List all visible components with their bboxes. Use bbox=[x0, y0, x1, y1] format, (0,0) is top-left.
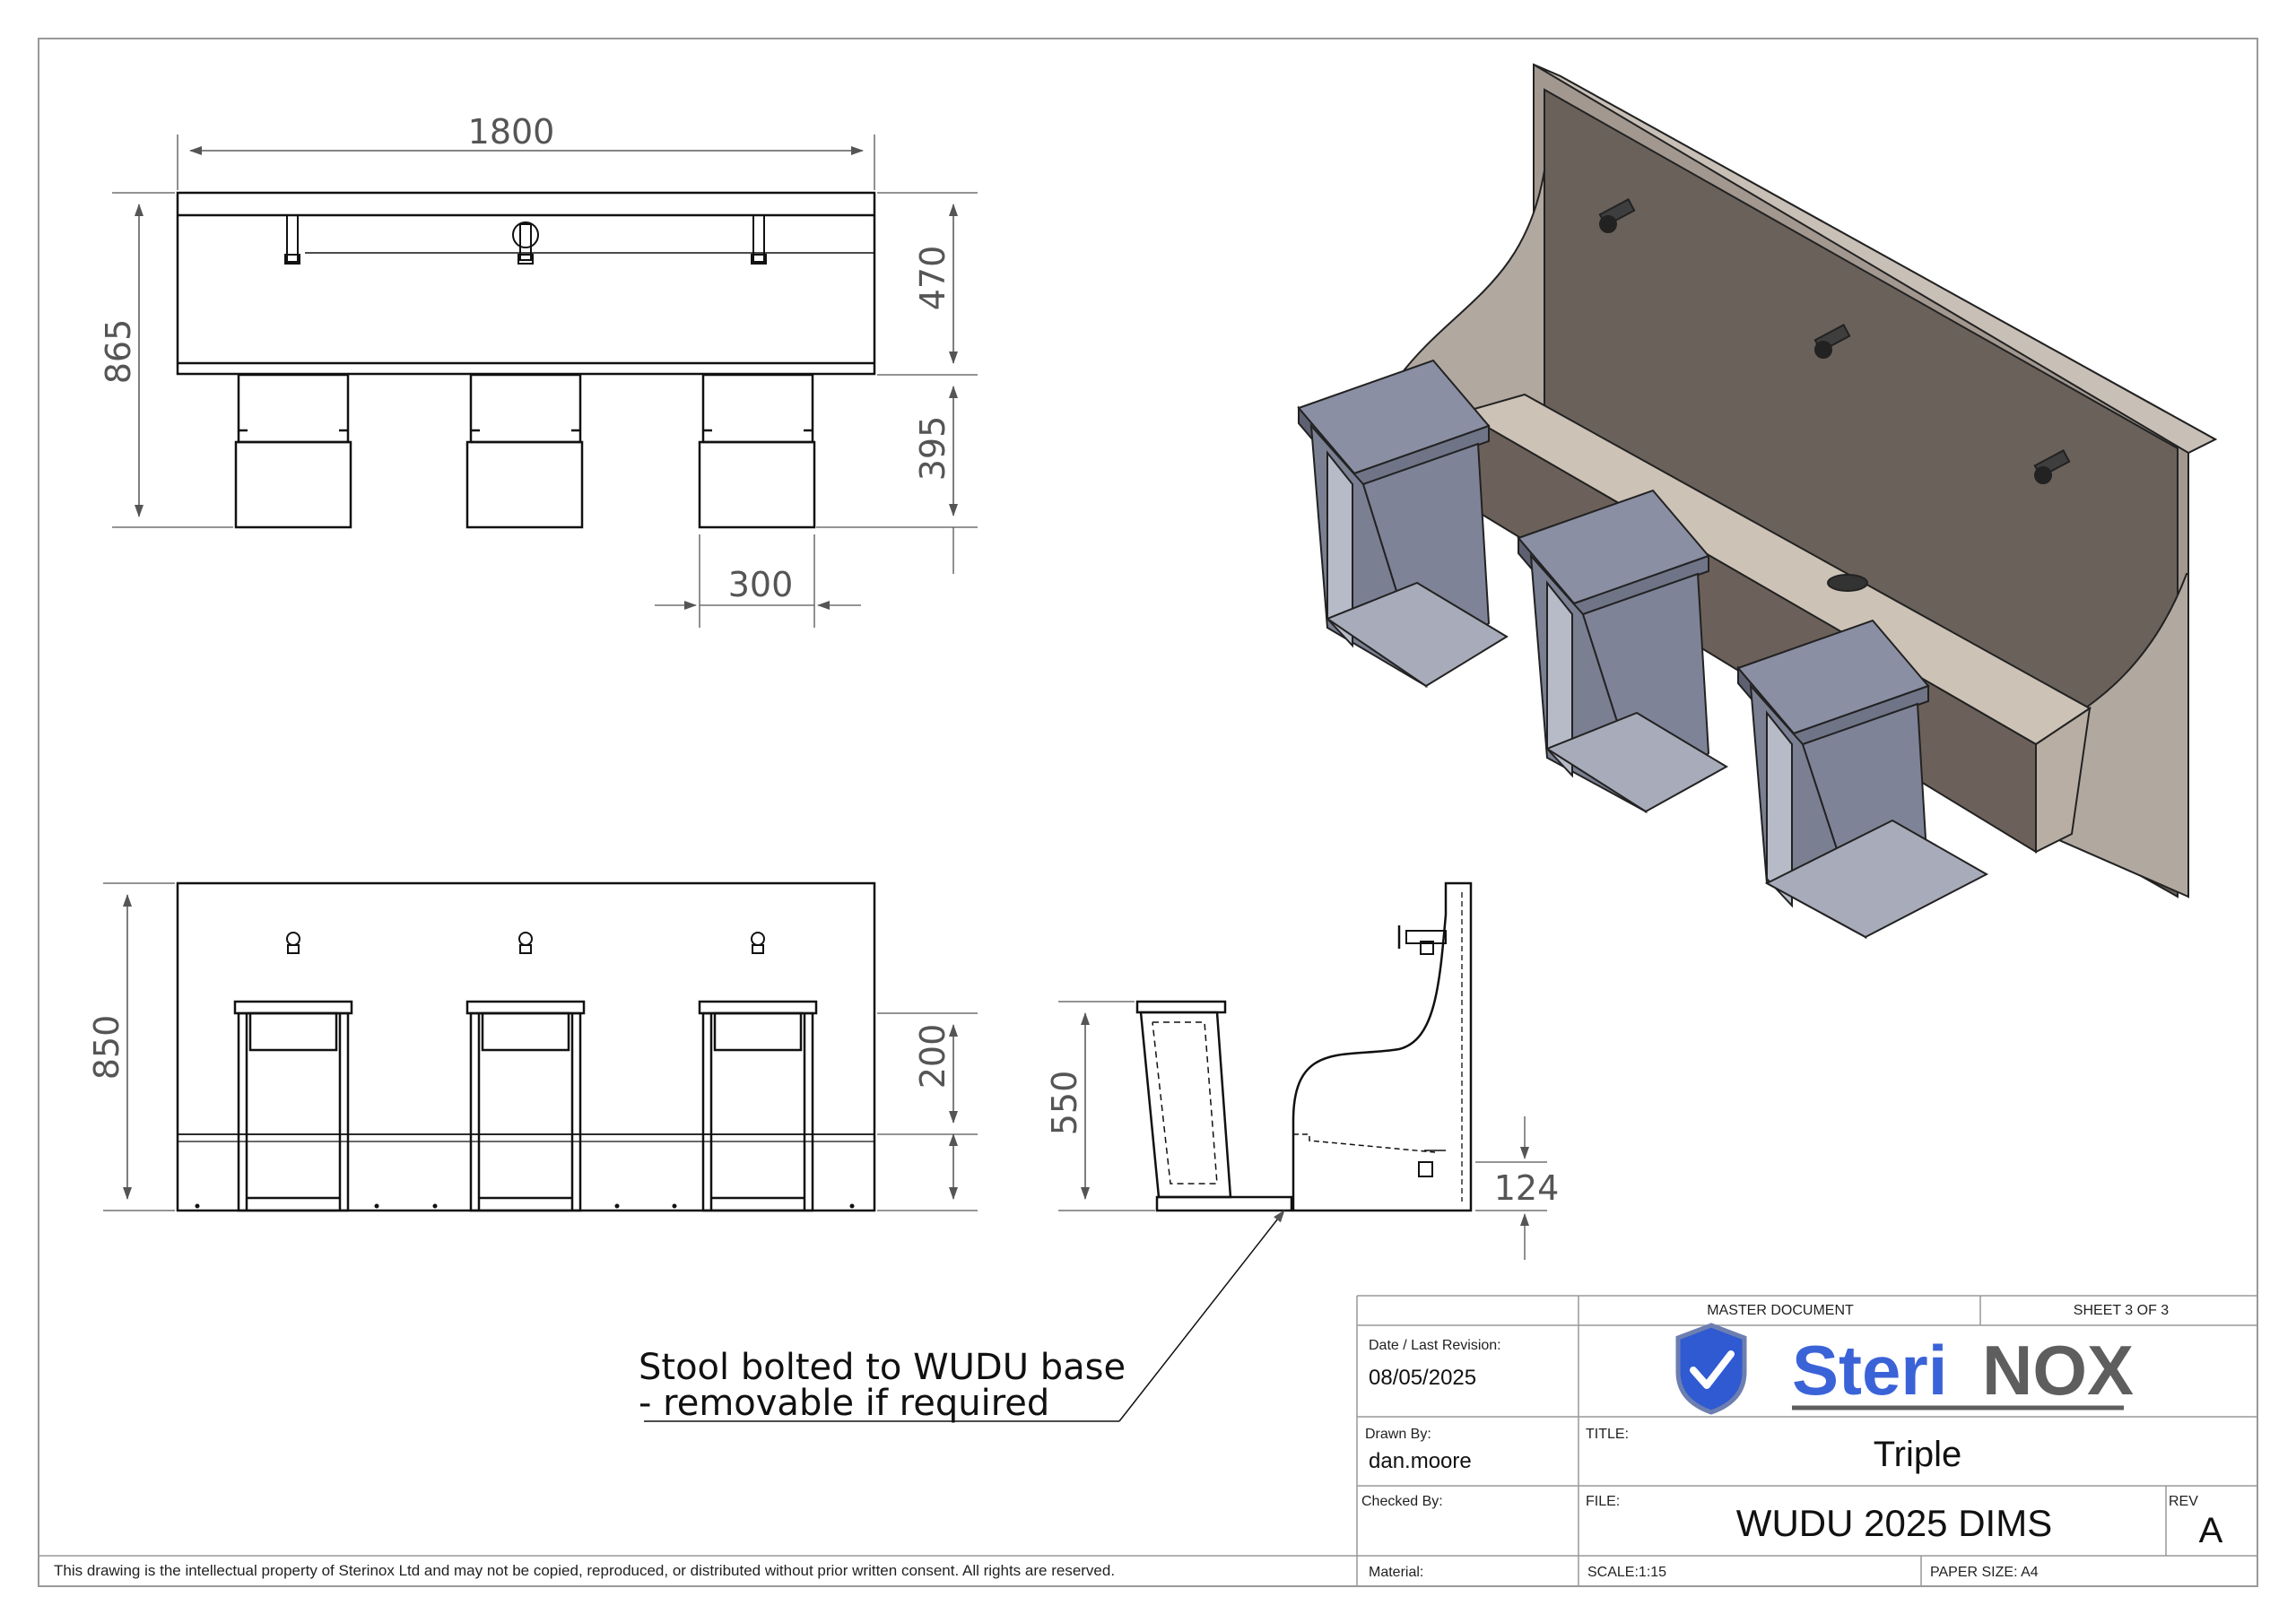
sheet-border bbox=[38, 38, 2258, 1587]
side-view-dimensions bbox=[1058, 1001, 1547, 1260]
rev-value: A bbox=[2199, 1511, 2223, 1550]
front-stool-2 bbox=[465, 1000, 586, 1212]
iso-stool-2 bbox=[1517, 489, 1728, 814]
title-block bbox=[39, 1295, 2257, 1586]
top-stool-3 bbox=[698, 373, 816, 529]
check-icon bbox=[1690, 1350, 1735, 1389]
file-value: WUDU 2025 DIMS bbox=[1736, 1502, 2052, 1544]
front-view-dimensions bbox=[103, 882, 978, 1211]
top-stool-2 bbox=[465, 373, 584, 529]
drawn-by-label: Drawn By: bbox=[1365, 1427, 1431, 1442]
master-document-label: MASTER DOCUMENT bbox=[1707, 1303, 1854, 1318]
shield-icon bbox=[1675, 1323, 1747, 1415]
logo-text-steri: Steri bbox=[1792, 1331, 1947, 1410]
title-value: Triple bbox=[1874, 1435, 1962, 1474]
isometric-view bbox=[1297, 63, 2218, 940]
title-label: TITLE: bbox=[1586, 1427, 1629, 1442]
sterinox-logo: Steri NOX bbox=[1675, 1323, 2134, 1415]
dim-side-stool: 550 bbox=[1045, 1071, 1084, 1136]
dim-front-stool: 200 bbox=[913, 1024, 952, 1089]
front-view bbox=[176, 881, 876, 1212]
side-view bbox=[1135, 881, 1473, 1212]
drawn-by-value: dan.moore bbox=[1369, 1449, 1472, 1473]
logo-text-nox: NOX bbox=[1982, 1331, 2134, 1410]
date-label: Date / Last Revision: bbox=[1369, 1338, 1501, 1353]
material-label: Material: bbox=[1369, 1565, 1423, 1580]
dim-top-width: 1800 bbox=[468, 112, 555, 152]
top-view-dimensions bbox=[112, 135, 978, 628]
dim-top-height-total: 865 bbox=[99, 319, 138, 385]
front-stool-1 bbox=[233, 1000, 353, 1212]
checked-by-label: Checked By: bbox=[1361, 1494, 1443, 1509]
top-view bbox=[176, 191, 876, 529]
file-label: FILE: bbox=[1586, 1494, 1620, 1509]
top-stool-1 bbox=[234, 373, 352, 529]
dim-front-height: 850 bbox=[87, 1015, 126, 1081]
dim-stool-width: 300 bbox=[728, 565, 794, 604]
copyright-notice: This drawing is the intellectual propert… bbox=[54, 1562, 1115, 1579]
front-stool-3 bbox=[698, 1000, 818, 1212]
iso-stool-1 bbox=[1297, 359, 1509, 689]
iso-stool-3 bbox=[1736, 619, 1989, 940]
note-line-2: - removable if required bbox=[639, 1383, 1049, 1424]
note-line-1: Stool bolted to WUDU base bbox=[639, 1347, 1126, 1388]
scale-label: SCALE:1:15 bbox=[1587, 1565, 1666, 1580]
paper-size-label: PAPER SIZE: A4 bbox=[1930, 1565, 2039, 1580]
rev-label: REV bbox=[2169, 1494, 2198, 1509]
dim-top-lower: 395 bbox=[913, 416, 952, 482]
date-value: 08/05/2025 bbox=[1369, 1366, 1476, 1390]
dim-top-upper: 470 bbox=[913, 246, 952, 311]
dim-side-base: 124 bbox=[1494, 1168, 1560, 1208]
note-leader bbox=[644, 1210, 1285, 1422]
sheet-number: SHEET 3 OF 3 bbox=[2074, 1303, 2170, 1318]
